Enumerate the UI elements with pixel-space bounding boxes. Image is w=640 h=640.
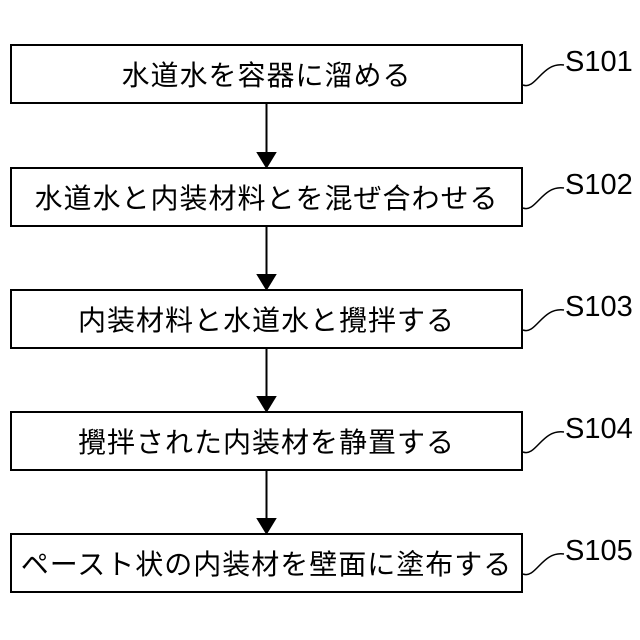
step-label-s101: S101	[565, 46, 633, 78]
step-box-s101: 水道水を容器に溜める	[10, 44, 523, 104]
step-label-s103: S103	[565, 291, 633, 323]
step-text: 攪拌された内装材を静置する	[77, 427, 455, 458]
leader-line	[522, 64, 565, 576]
step-text: 水道水を容器に溜める	[121, 60, 412, 91]
step-text: 水道水と内装材料とを混ぜ合わせる	[34, 183, 499, 214]
step-box-s102: 水道水と内装材料とを混ぜ合わせる	[10, 167, 523, 227]
step-text: 内装材料と水道水と攪拌する	[77, 305, 455, 336]
step-box-s105: ペースト状の内装材を壁面に塗布する	[10, 533, 523, 593]
step-box-s103: 内装材料と水道水と攪拌する	[10, 289, 523, 349]
step-label-s105: S105	[565, 535, 633, 567]
step-label-s104: S104	[565, 413, 633, 445]
step-text: ペースト状の内装材を壁面に塗布する	[20, 549, 513, 580]
step-label-s102: S102	[565, 169, 633, 201]
step-box-s104: 攪拌された内装材を静置する	[10, 411, 523, 471]
